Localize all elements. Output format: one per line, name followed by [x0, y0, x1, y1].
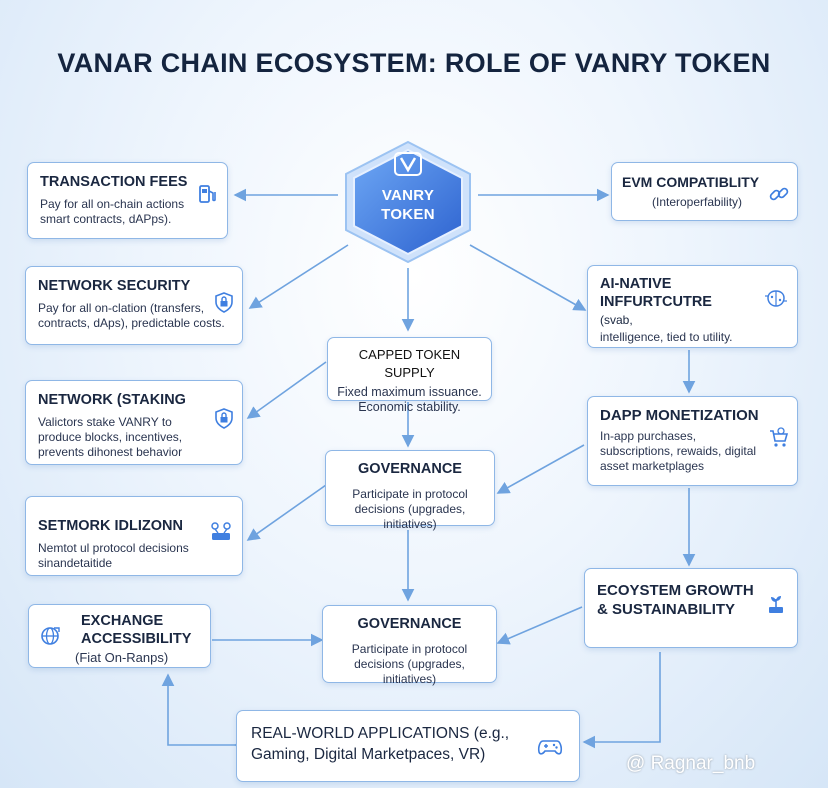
- ai-native-title: AI-NATIVE INFFURTCUTRE: [600, 276, 712, 310]
- box-subtitle: (Fiat On-Ranps): [75, 650, 169, 665]
- box-title: EVM COMPATIBLITY: [622, 174, 760, 190]
- capped-token-supply-box: CAPPED TOKEN SUPPLY Fixed maximum issuan…: [327, 337, 492, 414]
- shield-lock-icon: [214, 291, 236, 313]
- plant-growth-icon: [765, 593, 787, 615]
- evm-compatibility-box: EVM COMPATIBLITY (Interoperfability): [611, 162, 798, 221]
- box-title: DAPP MONETIZATION: [600, 407, 759, 424]
- box-title: CAPPED TOKEN SUPPLY: [358, 347, 461, 380]
- network-idlizonn-box: SETMORK IDLIZONN Nemtot ul protocol deci…: [25, 496, 243, 576]
- governance-box-2: GOVERNANCE Participate in protocol decis…: [322, 605, 497, 686]
- vanry-label-line1: VANRY: [381, 187, 435, 204]
- arrow-dapp-to-governance: [496, 444, 585, 494]
- box-desc: Participate in protocol decisions (upgra…: [352, 487, 468, 531]
- vanry-token-label: VANRY TOKEN: [340, 186, 476, 224]
- exchange-accessibility-box: EXCHANGE ACCESSIBILITY (Fiat On-Ranps): [28, 604, 211, 668]
- box-title: REAL-WORLD APPLICATIONS (e.g., Gaming, D…: [251, 725, 510, 763]
- box-desc: Pay for all on-chain actions smart contr…: [40, 197, 185, 226]
- page-title: VANAR CHAIN ECOSYSTEM: ROLE OF VANRY TOK…: [57, 48, 771, 78]
- box-desc: In-app purchases, subscriptions, rewaids…: [600, 429, 757, 473]
- watermark: @ Ragnar_bnb: [626, 753, 756, 774]
- gamepad-icon: [537, 735, 563, 757]
- box-desc: (Interoperfability): [652, 195, 743, 209]
- real-world-applications-box: REAL-WORLD APPLICATIONS (e.g., Gaming, D…: [236, 710, 580, 782]
- governance-box-1: GOVERNANCE Participate in protocol decis…: [325, 450, 495, 531]
- ai-native-title-tail: (svab,: [600, 313, 633, 327]
- box-desc: intelligence, tied to utility.: [600, 330, 733, 344]
- arrow-real-world-to-exchange: [161, 673, 247, 752]
- arrow-to-network-security: [248, 244, 349, 309]
- box-title: AI-NATIVE INFFURTCUTRE (svab,: [600, 275, 785, 329]
- link-icon: [768, 183, 790, 205]
- box-title: ECOYSTEM GROWTH & SUSTAINABILITY: [597, 582, 754, 618]
- box-desc: Valictors stake VANRY to produce blocks,…: [38, 415, 183, 459]
- box-desc: Pay for all on-clation (transfers, contr…: [38, 301, 225, 330]
- box-title: NETWORK SECURITY: [38, 278, 191, 294]
- box-desc: Participate in protocol decisions (upgra…: [351, 642, 468, 686]
- arrow-to-network-idlizonn: [246, 484, 327, 541]
- arrow-growth-to-governance: [496, 606, 583, 645]
- box-desc: Nemtot ul protocol decisions sinandetait…: [38, 541, 189, 570]
- fuel-pump-icon: [196, 183, 218, 205]
- v-logo-icon: [394, 152, 422, 176]
- ecosystem-growth-box: ECOYSTEM GROWTH & SUSTAINABILITY: [584, 568, 798, 648]
- box-desc: Fixed maximum issuance. Economic stabili…: [337, 385, 482, 414]
- box-title: GOVERNANCE: [358, 461, 462, 477]
- box-title: NETWORK (STAKING: [38, 392, 186, 408]
- vanry-token-hexagon: [340, 140, 476, 264]
- globe-exchange-icon: [39, 625, 61, 647]
- vanry-label-line2: TOKEN: [381, 206, 435, 223]
- arrow-to-ai-native: [469, 244, 587, 311]
- arrow-to-staking: [246, 361, 327, 419]
- network-icon: [208, 521, 234, 543]
- shield-lock-icon: [214, 407, 236, 429]
- network-security-box: NETWORK SECURITY Pay for all on-clation …: [25, 266, 243, 345]
- ai-native-infrastructure-box: AI-NATIVE INFFURTCUTRE (svab, intelligen…: [587, 265, 798, 348]
- box-title: SETMORK IDLIZONN: [38, 518, 183, 534]
- brain-circuit-icon: [764, 288, 787, 310]
- cart-coin-icon: [768, 427, 790, 449]
- box-title: EXCHANGE ACCESSIBILITY: [81, 613, 192, 647]
- box-title: TRANSACTION FEES: [40, 174, 188, 190]
- box-title: GOVERNANCE: [357, 616, 462, 632]
- network-staking-box: NETWORK (STAKING Valictors stake VANRY t…: [25, 380, 243, 465]
- transaction-fees-box: TRANSACTION FEES Pay for all on-chain ac…: [27, 162, 228, 239]
- dapp-monetization-box: DAPP MONETIZATION In-app purchases, subs…: [587, 396, 798, 486]
- arrow-growth-to-real-world: [582, 652, 661, 749]
